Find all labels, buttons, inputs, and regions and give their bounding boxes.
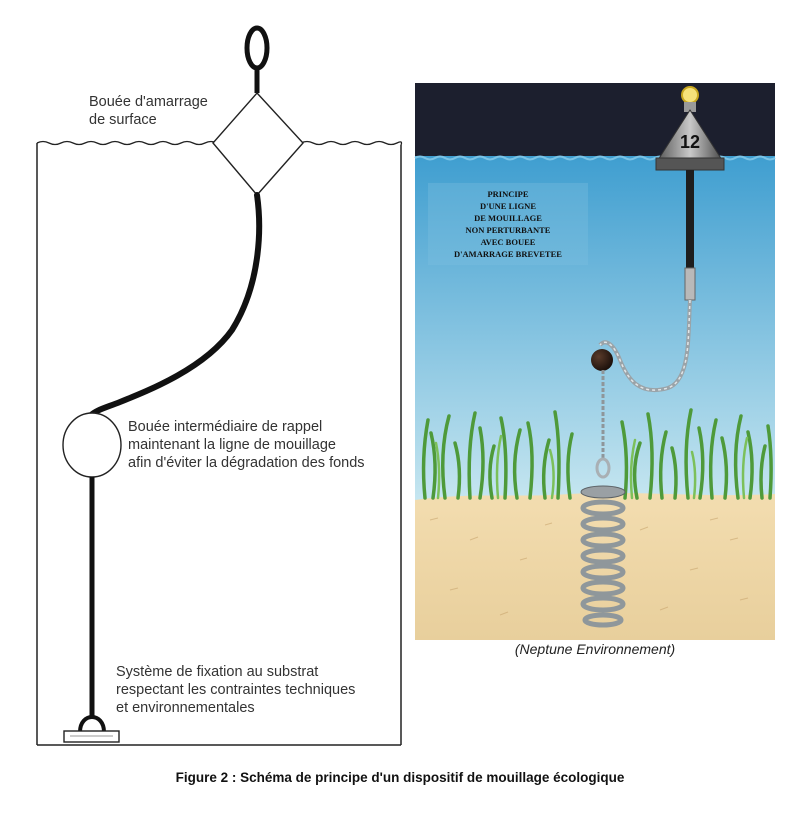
buoy-number: 12 — [679, 132, 701, 152]
left-diagram — [36, 25, 403, 746]
label-fixation-line3: et environnementales — [116, 700, 255, 716]
buoy-shackle — [684, 267, 696, 301]
principle-line6: D'AMARRAGE BREVETEE — [454, 249, 562, 259]
principle-line1: PRINCIPE — [487, 189, 529, 199]
intermediate-buoy-icon — [62, 412, 122, 478]
label-intermediate-line2: maintenant la ligne de mouillage — [128, 437, 336, 453]
chain-link-icon — [595, 457, 611, 479]
sand-texture — [429, 517, 749, 616]
buoy-lamp-icon — [681, 86, 699, 104]
label-fixation-line2: respectant les contraintes techniques — [116, 682, 356, 698]
surface-buoy-base — [655, 157, 725, 171]
principle-panel — [428, 183, 588, 265]
image-credit: (Neptune Environnement) — [514, 641, 676, 657]
label-surface-buoy: Bouée d'amarrage de surface — [89, 93, 208, 129]
buoy-ring-icon — [244, 25, 270, 71]
label-fixation-line1: Système de fixation au substrat — [116, 664, 319, 680]
mooring-line-upper — [87, 192, 263, 419]
seagrass-light — [434, 434, 749, 500]
principle-line3: DE MOUILLAGE — [474, 213, 542, 223]
sky-background — [415, 83, 775, 158]
principle-line2: D'UNE LIGNE — [480, 201, 536, 211]
label-fixation: Système de fixation au substrat respecta… — [116, 663, 355, 717]
anchor-loop-icon — [78, 715, 106, 733]
water-background — [415, 156, 775, 501]
intermediate-ball-icon — [591, 349, 613, 371]
figure-caption: Figure 2 : Schéma de principe d'un dispo… — [175, 770, 625, 785]
surface-buoy-icon — [212, 91, 304, 197]
principle-line4: NON PERTURBANTE — [465, 225, 551, 235]
principle-text: PRINCIPE D'UNE LIGNE DE MOUILLAGE NON PE… — [428, 188, 588, 260]
label-surface-buoy-line2: de surface — [89, 112, 157, 128]
buoy-lamp-base — [684, 102, 696, 112]
anchor-base-icon — [63, 730, 120, 743]
principle-line5: AVEC BOUEE — [480, 237, 536, 247]
helical-anchor-icon — [580, 499, 626, 628]
mooring-rope-texture — [599, 299, 691, 391]
right-illustration — [414, 83, 776, 640]
label-intermediate-line3: afin d'éviter la dégradation des fonds — [128, 455, 365, 471]
label-surface-buoy-line1: Bouée d'amarrage — [89, 94, 208, 110]
seagrass — [421, 408, 773, 500]
buoy-mast — [686, 170, 694, 270]
label-intermediate-line1: Bouée intermédiaire de rappel — [128, 419, 323, 435]
anchor-plate-icon — [580, 485, 626, 499]
label-intermediate-buoy: Bouée intermédiaire de rappel maintenant… — [128, 418, 365, 472]
